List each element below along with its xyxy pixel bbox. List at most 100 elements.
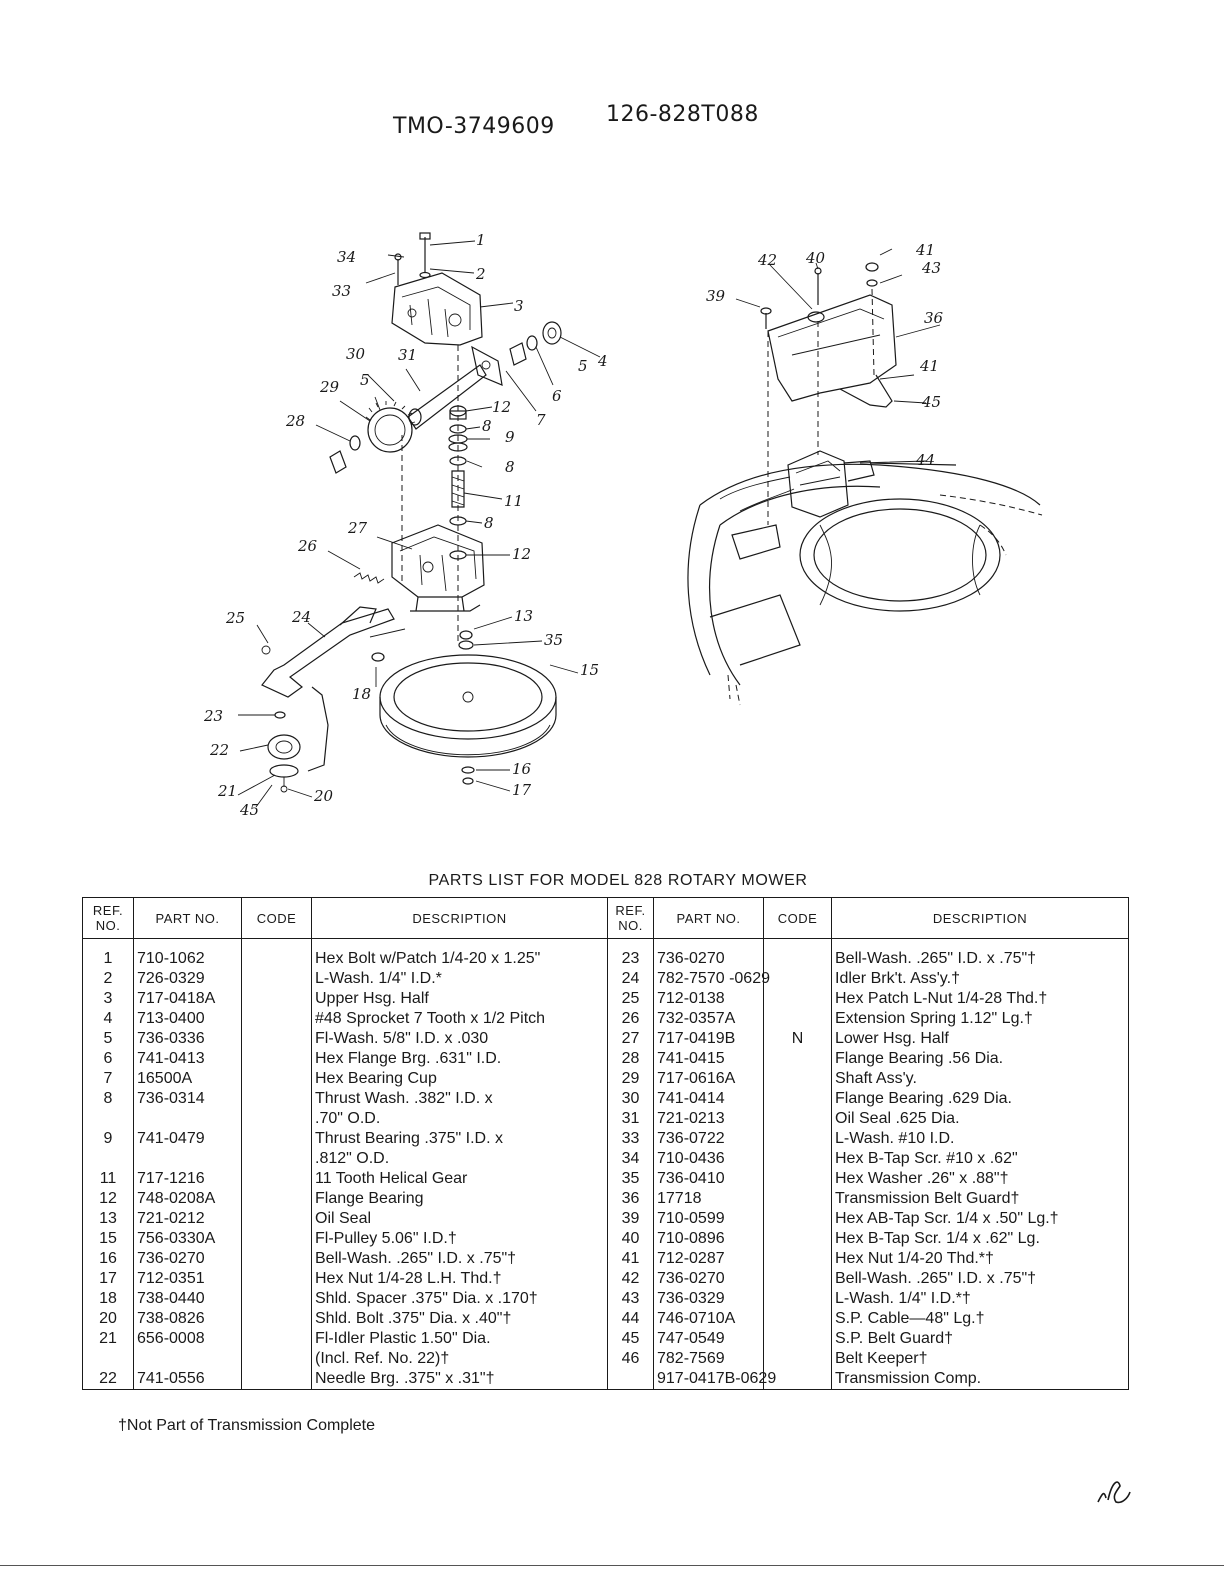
right-desc-cell: Hex B-Tap Scr. 1/4 x .62" Lg.	[831, 1229, 1129, 1249]
left-part-cell: 741-0479	[133, 1129, 242, 1149]
header-code: CODE	[241, 897, 312, 939]
left-desc-cell: .812" O.D.	[311, 1149, 608, 1169]
right-part-cell: 747-0549	[653, 1329, 764, 1349]
left-ref-cell: 20	[82, 1309, 134, 1329]
left-ref-cell: 17	[82, 1269, 134, 1289]
left-part-cell: 712-0351	[133, 1269, 242, 1289]
belt-guard-assembly-drawing: 42 40 41 43 39 36 41 45 44	[687, 241, 1043, 706]
left-part-cell	[133, 1109, 242, 1129]
right-code-cell	[763, 1049, 832, 1069]
header-code-right: CODE	[763, 897, 832, 939]
parts-table-header: REF. NO. PART NO. CODE DESCRIPTION REF. …	[82, 897, 1129, 939]
left-part-cell: 736-0270	[133, 1249, 242, 1269]
right-part-cell: 736-0270	[653, 938, 764, 969]
callout-12: 12	[492, 398, 511, 416]
right-desc-cell: Flange Bearing .56 Dia.	[831, 1049, 1129, 1069]
right-code-cell	[763, 1349, 832, 1369]
left-part-cell: 710-1062	[133, 938, 242, 969]
left-code-cell	[241, 1189, 312, 1209]
left-desc-cell: Thrust Bearing .375" I.D. x	[311, 1129, 608, 1149]
right-part-cell: 710-0896	[653, 1229, 764, 1249]
left-part-cell: 717-0418A	[133, 989, 242, 1009]
callout-24: 24	[291, 608, 311, 626]
left-ref-cell: 21	[82, 1329, 134, 1349]
right-desc-cell: S.P. Cable—48" Lg.†	[831, 1309, 1129, 1329]
left-ref-cell: 5	[82, 1029, 134, 1049]
left-code-cell	[241, 938, 312, 969]
right-desc-cell: Lower Hsg. Half	[831, 1029, 1129, 1049]
header-part-no-right: PART NO.	[653, 897, 764, 939]
callout-41b: 41	[919, 357, 939, 375]
transmission-assembly-drawing: 34 1 33 2 3 4 5 6 7 30 31 5 29 12 28 8 9…	[203, 231, 608, 819]
right-ref-cell: 24	[607, 969, 654, 989]
right-desc-cell: Hex Nut 1/4-20 Thd.*†	[831, 1249, 1129, 1269]
callout-1: 1	[476, 231, 486, 249]
right-code-cell	[763, 1309, 832, 1329]
left-ref-cell: 22	[82, 1369, 134, 1390]
right-desc-cell: Transmission Comp.	[831, 1369, 1129, 1390]
callout-21: 21	[217, 782, 237, 800]
right-desc-cell: Bell-Wash. .265" I.D. x .75"†	[831, 1269, 1129, 1289]
callout-33: 33	[332, 282, 351, 300]
left-code-cell	[241, 989, 312, 1009]
right-ref-cell: 34	[607, 1149, 654, 1169]
callout-20: 20	[313, 787, 334, 805]
left-part-cell: 756-0330A	[133, 1229, 242, 1249]
parts-list-table: REF. NO. PART NO. CODE DESCRIPTION REF. …	[82, 897, 1129, 1390]
right-desc-cell: Shaft Ass'y.	[831, 1069, 1129, 1089]
left-code-cell	[241, 1349, 312, 1369]
left-ref-cell: 6	[82, 1049, 134, 1069]
callout-8b: 8	[505, 458, 515, 476]
callout-22: 22	[209, 741, 229, 759]
callout-9: 9	[505, 428, 515, 446]
left-code-cell	[241, 1009, 312, 1029]
callout-3: 3	[514, 297, 524, 315]
left-ref-cell: 11	[82, 1169, 134, 1189]
right-code-cell	[763, 1069, 832, 1089]
left-desc-cell: Hex Flange Brg. .631" I.D.	[311, 1049, 608, 1069]
left-part-cell: 16500A	[133, 1069, 242, 1089]
right-ref-cell: 31	[607, 1109, 654, 1129]
left-ref-cell	[82, 1109, 134, 1129]
callout-16: 16	[512, 760, 532, 778]
left-code-cell	[241, 1149, 312, 1169]
right-desc-cell: Hex Patch L-Nut 1/4-28 Thd.†	[831, 989, 1129, 1009]
left-part-cell: 656-0008	[133, 1329, 242, 1349]
left-part-cell	[133, 1349, 242, 1369]
right-ref-cell: 46	[607, 1349, 654, 1369]
callout-11: 11	[504, 492, 523, 510]
callout-27: 27	[347, 519, 368, 537]
left-desc-cell: Shld. Bolt .375" Dia. x .40"†	[311, 1309, 608, 1329]
left-ref-cell: 1	[82, 938, 134, 969]
right-code-cell	[763, 1289, 832, 1309]
left-code-cell	[241, 969, 312, 989]
callout-26: 26	[297, 537, 318, 555]
left-ref-cell: 7	[82, 1069, 134, 1089]
left-part-cell: 721-0212	[133, 1209, 242, 1229]
header-ref-no-right: REF. NO.	[607, 897, 654, 939]
exploded-parts-diagram: 34 1 33 2 3 4 5 6 7 30 31 5 29 12 28 8 9…	[203, 231, 1043, 819]
left-code-cell	[241, 1249, 312, 1269]
callout-2: 2	[475, 265, 486, 283]
right-code-cell	[763, 1269, 832, 1289]
left-code-cell	[241, 1049, 312, 1069]
right-part-cell: 917-0417B-0629	[653, 1369, 776, 1390]
right-desc-cell: Belt Keeper†	[831, 1349, 1129, 1369]
right-ref-cell: 26	[607, 1009, 654, 1029]
left-code-cell	[241, 1089, 312, 1109]
left-desc-cell: Thrust Wash. .382" I.D. x	[311, 1089, 608, 1109]
right-ref-cell: 30	[607, 1089, 654, 1109]
callout-36: 36	[924, 309, 944, 327]
left-part-cell: 726-0329	[133, 969, 242, 989]
right-part-cell: 741-0414	[653, 1089, 764, 1109]
model-number: 126-828T088	[606, 102, 759, 127]
callout-5b: 5	[360, 371, 370, 389]
left-code-cell	[241, 1309, 312, 1329]
